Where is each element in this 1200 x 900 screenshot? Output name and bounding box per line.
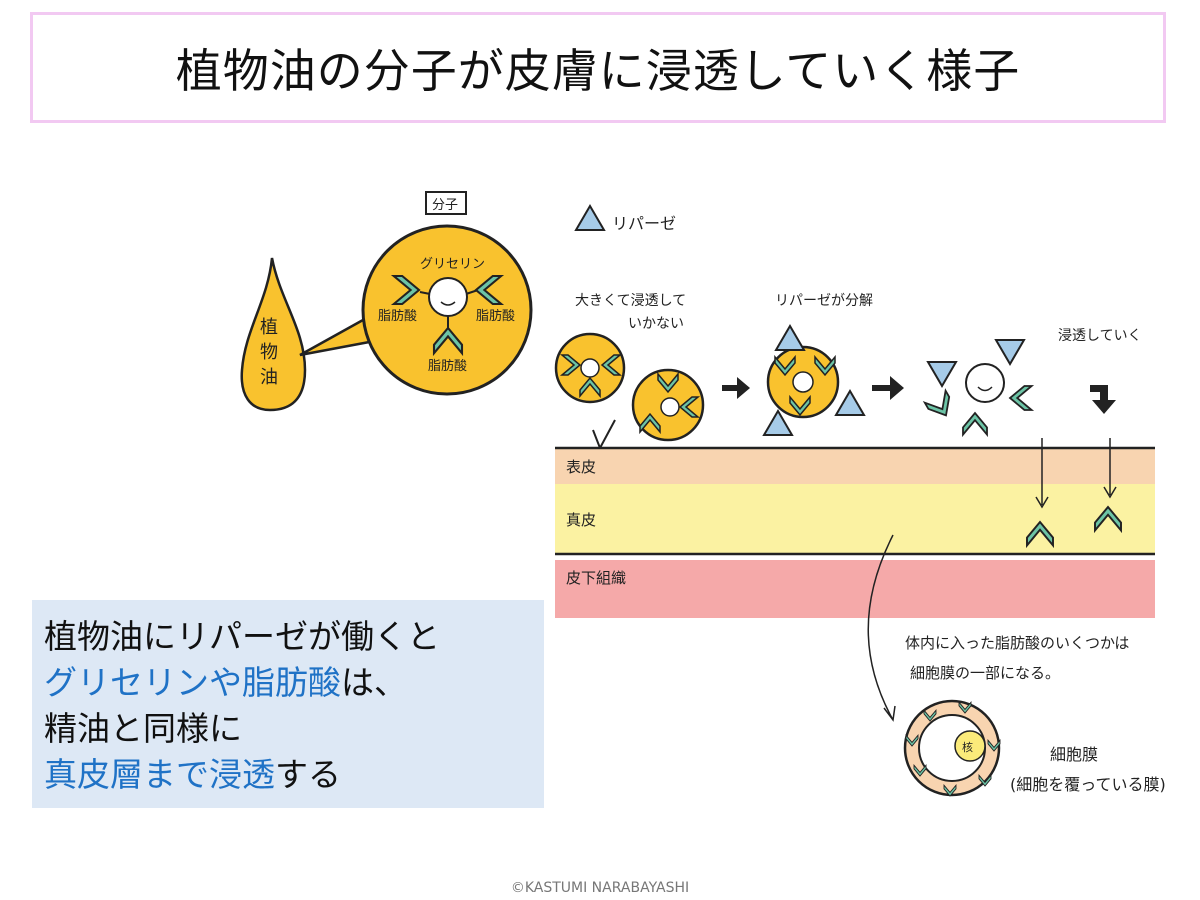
molecule-bubble: 分子 グリセリン 脂肪酸 脂肪酸 脂肪酸 (299, 191, 533, 396)
molecule-label: 分子 (432, 198, 458, 213)
title-box: 植物油の分子が皮膚に浸透していく様子 (30, 12, 1166, 123)
oil-drop-char: 植 (260, 317, 278, 338)
oil-drop: 植 物 油 (240, 257, 307, 412)
nucleus-label: 核 (962, 740, 973, 754)
fatty-acid-label: 脂肪酸 (428, 358, 467, 374)
step2-label: リパーゼが分解 (775, 293, 873, 309)
summary-line: 真皮層まで浸透する (44, 752, 544, 798)
large-molecules (554, 332, 705, 449)
fatty-acid-label: 脂肪酸 (476, 308, 515, 324)
membrane-sub: (細胞を覆っている膜) (1010, 775, 1166, 794)
summary-line: グリセリンや脂肪酸は、 (44, 660, 544, 706)
cell-diagram: 核 (903, 699, 1001, 797)
decomposed-molecule (923, 339, 1033, 436)
oil-drop-char: 物 (260, 342, 278, 363)
layer-subcutis: 皮下組織 (566, 569, 626, 587)
layer-dermis: 真皮 (566, 511, 596, 529)
lipase-legend-label: リパーゼ (612, 214, 676, 233)
arrow-icon (722, 377, 750, 399)
page-title: 植物油の分子が皮膚に浸透していく様子 (175, 43, 1021, 98)
summary-text: 精油と同様に (44, 709, 242, 748)
fatty-acid-label: 脂肪酸 (378, 308, 417, 324)
curved-arrow-icon (867, 534, 896, 722)
summary-text: 植物油にリパーゼが働くと (44, 617, 440, 656)
summary-line: 精油と同様に (44, 706, 544, 752)
glycerin-label: グリセリン (420, 257, 485, 272)
membrane-label: 細胞膜 (1050, 745, 1098, 764)
lipase-attack (763, 325, 865, 436)
step3-label: 浸透していく (1058, 328, 1142, 344)
arrow-down-icon (1090, 385, 1116, 414)
lipase-legend: リパーゼ (575, 205, 676, 233)
summary-text: は、 (341, 663, 407, 702)
summary-box: 植物油にリパーゼが働くと グリセリンや脂肪酸は、 精油と同様に 真皮層まで浸透す… (32, 600, 544, 808)
arrow-icon (872, 376, 904, 400)
summary-highlight: 真皮層まで浸透 (44, 755, 275, 794)
step1-label: 大きくて浸透して (575, 293, 686, 309)
summary-line: 植物油にリパーゼが働くと (44, 614, 544, 660)
membrane-note: 体内に入った脂肪酸のいくつかは (905, 634, 1129, 652)
summary-highlight: グリセリンや脂肪酸 (44, 663, 341, 702)
layer-epidermis: 表皮 (566, 458, 596, 476)
step1-label: いかない (628, 316, 684, 332)
summary-text: する (275, 755, 341, 794)
copyright: ©KASTUMI NARABAYASHI (510, 880, 690, 896)
oil-drop-char: 油 (260, 367, 278, 388)
membrane-note: 細胞膜の一部になる。 (910, 664, 1060, 682)
skin-layers: 表皮 真皮 皮下組織 (555, 438, 1155, 618)
